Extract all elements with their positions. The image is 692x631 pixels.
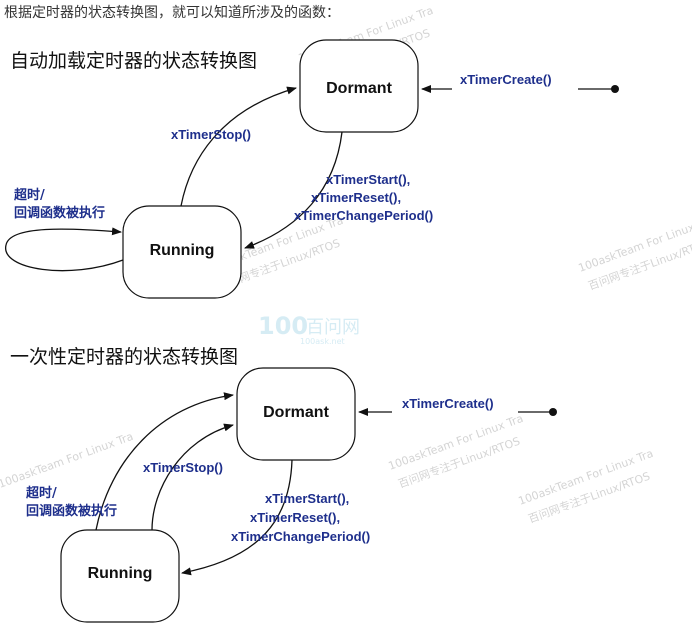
create-label: xTimerCreate()	[460, 72, 552, 87]
stop-arrow	[151, 423, 234, 531]
dormant-state-label: Dormant	[263, 404, 329, 421]
initial-dot	[549, 408, 557, 416]
watermark-logo-cn: 百问网	[306, 317, 360, 338]
start-label-2: xTimerReset(),	[250, 510, 340, 525]
watermark-logo: 100	[258, 312, 308, 340]
one-shot-diagram: Dormant Running xTimerCreate() 超时/ 回调函数被…	[26, 367, 557, 623]
intro-text: 根据定时器的状态转换图，就可以知道所涉及的函数：	[4, 5, 340, 21]
start-label-1: xTimerStart(),	[326, 172, 410, 187]
timeout-loop-arrow	[5, 227, 124, 272]
running-state	[60, 529, 180, 623]
dormant-state	[299, 39, 419, 133]
create-label: xTimerCreate()	[402, 396, 494, 411]
running-state	[122, 205, 242, 299]
timeout-label-2: 回调函数被执行	[26, 503, 117, 519]
start-label-3: xTimerChangePeriod()	[294, 208, 433, 223]
start-label-2: xTimerReset(),	[311, 190, 401, 205]
timeout-label-1: 超时/	[26, 485, 57, 501]
stop-label: xTimerStop()	[143, 460, 223, 475]
start-label-3: xTimerChangePeriod()	[231, 529, 370, 544]
timeout-label-1: 超时/	[14, 187, 45, 203]
heading-auto-reload: 自动加载定时器的状态转换图	[10, 50, 258, 72]
start-label-1: xTimerStart(),	[265, 491, 349, 506]
stop-label: xTimerStop()	[171, 127, 251, 142]
heading-one-shot: 一次性定时器的状态转换图	[10, 346, 239, 368]
initial-dot	[611, 85, 619, 93]
dormant-state	[236, 367, 356, 461]
auto-reload-diagram: Dormant Running xTimerCreate() xTimerSto…	[5, 39, 619, 299]
timeout-arrow	[95, 392, 234, 531]
timeout-label-2: 回调函数被执行	[14, 205, 105, 221]
dormant-state-label: Dormant	[326, 80, 392, 97]
start-arrow	[181, 459, 293, 576]
stop-arrow	[180, 86, 297, 207]
start-arrow	[244, 131, 343, 249]
running-state-label: Running	[88, 565, 153, 582]
running-state-label: Running	[150, 242, 215, 259]
watermark-text: 100askTeam For Linux Tra	[0, 430, 135, 491]
watermark-site: 100ask.net	[300, 337, 345, 346]
